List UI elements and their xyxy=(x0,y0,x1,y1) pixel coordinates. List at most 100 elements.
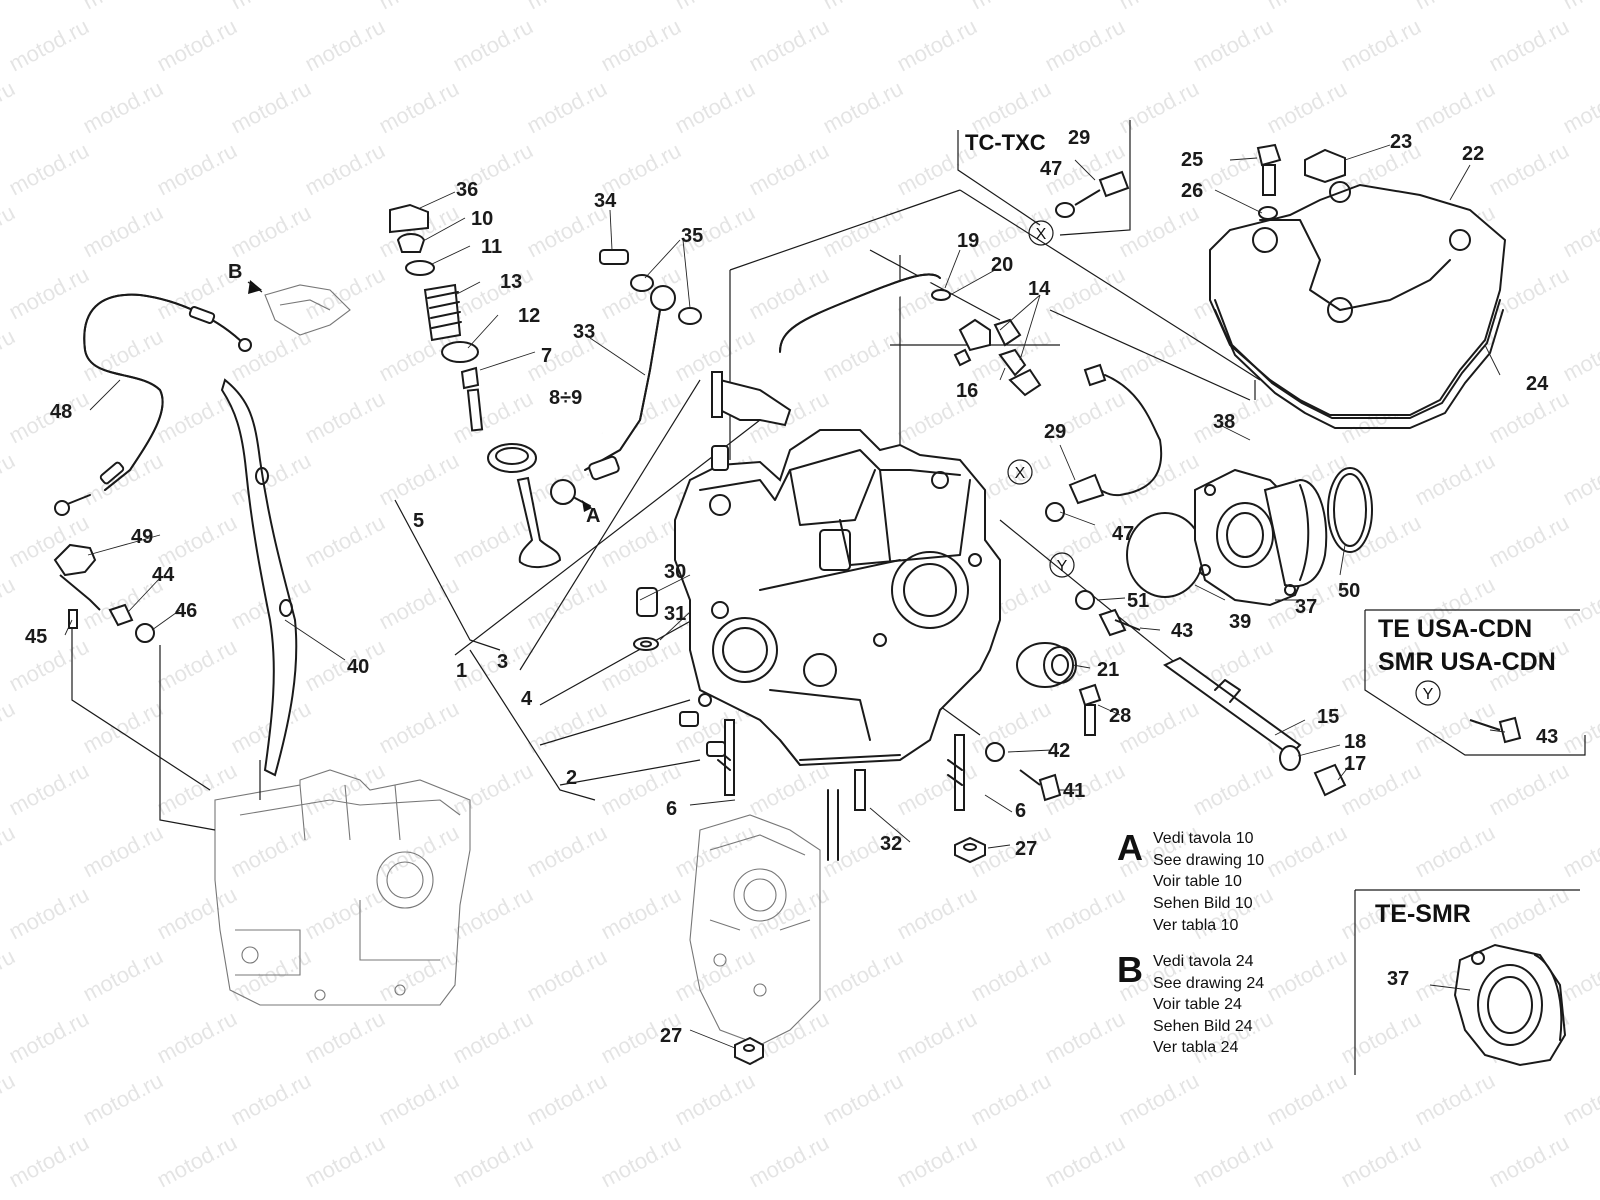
watermark-text: motod.ru xyxy=(1115,324,1203,387)
callout-50: 50 xyxy=(1338,580,1360,602)
watermark-text: motod.ru xyxy=(5,138,93,201)
watermark-text: motod.ru xyxy=(523,324,611,387)
reference-a-line-2: See drawing 10 xyxy=(1153,852,1264,869)
watermark-text: motod.ru xyxy=(301,882,389,945)
watermark-text: motod.ru xyxy=(0,76,19,139)
watermark-text: motod.ru xyxy=(0,448,19,511)
watermark-text: motod.ru xyxy=(893,1006,981,1069)
watermark-text: motod.ru xyxy=(1559,944,1600,1007)
callout-27a: 27 xyxy=(1015,838,1037,860)
watermark-text: motod.ru xyxy=(1559,1068,1600,1131)
watermark-text: motod.ru xyxy=(1041,882,1129,945)
callout-41: 41 xyxy=(1063,780,1085,802)
callout-29-inset: 29 xyxy=(1068,127,1090,149)
watermark-text: motod.ru xyxy=(5,634,93,697)
watermark-text: motod.ru xyxy=(0,696,19,759)
watermark-text: motod.ru xyxy=(301,14,389,77)
valve-train xyxy=(389,203,562,568)
watermark-text: motod.ru xyxy=(1411,76,1499,139)
callout-6a: 6 xyxy=(666,798,677,820)
callout-8-9: 8÷9 xyxy=(549,387,582,409)
watermark-text: motod.ru xyxy=(0,572,19,635)
callout-37: 37 xyxy=(1295,596,1317,618)
reference-b-line-4: Sehen Bild 24 xyxy=(1153,1018,1253,1035)
watermark-text: motod.ru xyxy=(1337,1130,1425,1193)
cylinder-head xyxy=(674,429,1001,767)
watermark-text: motod.ru xyxy=(967,76,1055,139)
variant-tc-txc: TC-TXC xyxy=(965,130,1046,155)
watermark-text: motod.ru xyxy=(153,1130,241,1193)
watermark-text: motod.ru xyxy=(301,138,389,201)
reference-notes: A Vedi tavola 10 See drawing 10 Voir tab… xyxy=(1117,827,1264,1056)
watermark-text: motod.ru xyxy=(0,820,19,883)
watermark-text: motod.ru xyxy=(227,324,315,387)
watermark-text: motod.ru xyxy=(301,634,389,697)
watermark-text: motod.ru xyxy=(1263,76,1351,139)
watermark-text: motod.ru xyxy=(227,76,315,139)
watermark-text: motod.ru xyxy=(523,944,611,1007)
callout-31: 31 xyxy=(664,603,686,625)
watermark-text: motod.ru xyxy=(1337,1006,1425,1069)
watermark-text: motod.ru xyxy=(5,262,93,325)
callout-28: 28 xyxy=(1109,705,1131,727)
watermark-text: motod.ru xyxy=(597,882,685,945)
watermark-text: motod.ru xyxy=(153,882,241,945)
watermark-text: motod.ru xyxy=(5,882,93,945)
watermark-text: motod.ru xyxy=(671,0,759,14)
watermark-text: motod.ru xyxy=(0,1068,19,1131)
reference-b-line-5: Ver tabla 24 xyxy=(1153,1039,1239,1056)
watermark-text: motod.ru xyxy=(79,76,167,139)
watermark-text: motod.ru xyxy=(0,944,19,1007)
callout-49: 49 xyxy=(131,526,153,548)
watermark-text: motod.ru xyxy=(153,138,241,201)
callout-15: 15 xyxy=(1317,706,1339,728)
watermark-text: motod.ru xyxy=(449,386,537,449)
watermark-text: motod.ru xyxy=(1263,820,1351,883)
watermark-text: motod.ru xyxy=(1559,76,1600,139)
watermark-text: motod.ru xyxy=(1189,882,1277,945)
engine-block-ghost-left xyxy=(214,769,471,1006)
watermark-text: motod.ru xyxy=(1115,200,1203,263)
callout-12: 12 xyxy=(518,305,540,327)
watermark-text: motod.ru xyxy=(1485,386,1573,449)
watermark-text: motod.ru xyxy=(893,758,981,821)
reference-a-line-3: Voir table 10 xyxy=(1153,873,1242,890)
callout-3: 3 xyxy=(497,651,508,673)
watermark-text: motod.ru xyxy=(449,758,537,821)
engine-block-ghost-mid xyxy=(689,814,821,1046)
reference-a-line-5: Ver tabla 10 xyxy=(1153,917,1239,934)
callout-7: 7 xyxy=(541,345,552,367)
watermark-text: motod.ru xyxy=(671,76,759,139)
reference-b-line-1: Vedi tavola 24 xyxy=(1153,953,1254,970)
watermark-text: motod.ru xyxy=(1337,14,1425,77)
watermark-text: motod.ru xyxy=(1115,1068,1203,1131)
callout-labels: 1 2 3 4 5 6 6 7 8÷9 10 11 12 13 14 15 16… xyxy=(25,127,1558,1047)
watermark-text: motod.ru xyxy=(375,1068,463,1131)
line-art xyxy=(53,120,1586,1075)
callout-11: 11 xyxy=(481,236,502,258)
callout-16: 16 xyxy=(956,380,978,402)
callout-45: 45 xyxy=(25,626,47,648)
watermark-text: motod.ru xyxy=(1411,0,1499,14)
watermark-text: motod.ru xyxy=(1559,324,1600,387)
callout-6b: 6 xyxy=(1015,800,1026,822)
callout-32: 32 xyxy=(880,833,902,855)
watermark-text: motod.ru xyxy=(1485,1130,1573,1193)
reference-b-line-2: See drawing 24 xyxy=(1153,975,1264,992)
callout-51: 51 xyxy=(1127,590,1149,612)
watermark-text: motod.ru xyxy=(1189,14,1277,77)
watermark-text: motod.ru xyxy=(597,1130,685,1193)
watermark-text: motod.ru xyxy=(301,1006,389,1069)
watermark-text: motod.ru xyxy=(893,14,981,77)
watermark-text: motod.ru xyxy=(967,944,1055,1007)
watermark-text: motod.ru xyxy=(1115,0,1203,14)
watermark-text: motod.ru xyxy=(1041,14,1129,77)
watermark-text: motod.ru xyxy=(227,820,315,883)
watermark-text: motod.ru xyxy=(0,200,19,263)
watermark-text: motod.ru xyxy=(375,0,463,14)
callout-18: 18 xyxy=(1344,731,1366,753)
reference-b-letter: B xyxy=(1117,949,1143,990)
callout-43-inset: 43 xyxy=(1536,726,1558,748)
watermark-text: motod.ru xyxy=(375,944,463,1007)
variant-te-smr: TE-SMR xyxy=(1375,900,1471,928)
